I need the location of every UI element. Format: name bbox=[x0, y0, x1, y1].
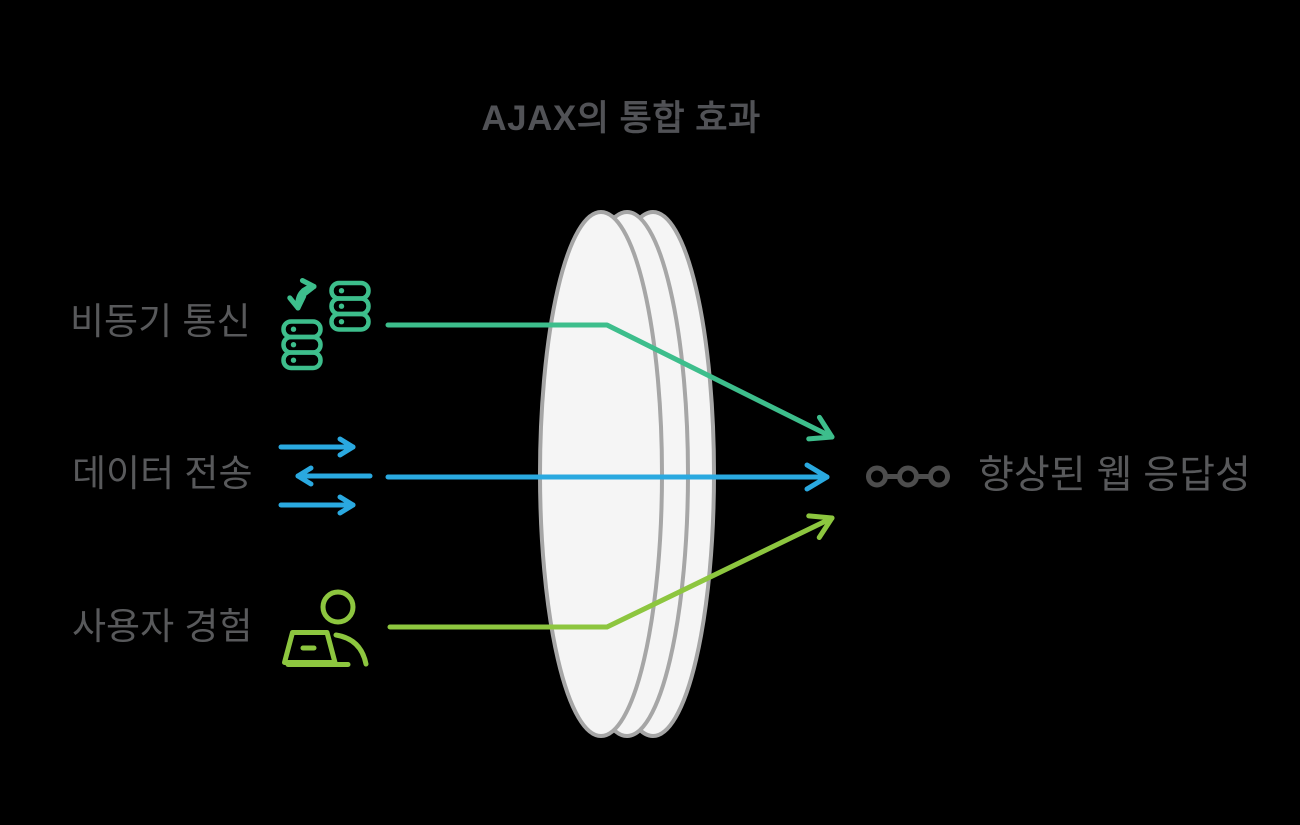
chain-dots-icon bbox=[866, 465, 950, 488]
lens-front-ellipse bbox=[538, 210, 664, 738]
ray-async bbox=[385, 322, 835, 442]
server-stack-right bbox=[329, 280, 371, 332]
person-laptop-icon bbox=[282, 589, 369, 667]
input-label-data-transfer: 데이터 전송 bbox=[72, 453, 253, 494]
diagram-title: AJAX의 통합 효과 bbox=[481, 99, 761, 138]
person-arm bbox=[333, 632, 369, 667]
server-stack-left bbox=[281, 319, 323, 371]
input-label-user-experience: 사용자 경험 bbox=[72, 606, 253, 647]
rays bbox=[385, 322, 835, 630]
lens bbox=[538, 210, 716, 738]
chain-dot-2 bbox=[897, 465, 919, 488]
chain-dot-3 bbox=[928, 465, 950, 488]
chain-dot-1 bbox=[866, 465, 888, 488]
server-sync-icon bbox=[281, 278, 371, 371]
output-label: 향상된 웹 응답성 bbox=[978, 454, 1251, 497]
input-label-async: 비동기 통신 bbox=[70, 301, 251, 342]
ray-ux bbox=[387, 513, 835, 630]
data-exchange-arrows-icon bbox=[278, 436, 373, 516]
sync-swap-arrow bbox=[287, 278, 317, 311]
person-head bbox=[320, 589, 356, 625]
